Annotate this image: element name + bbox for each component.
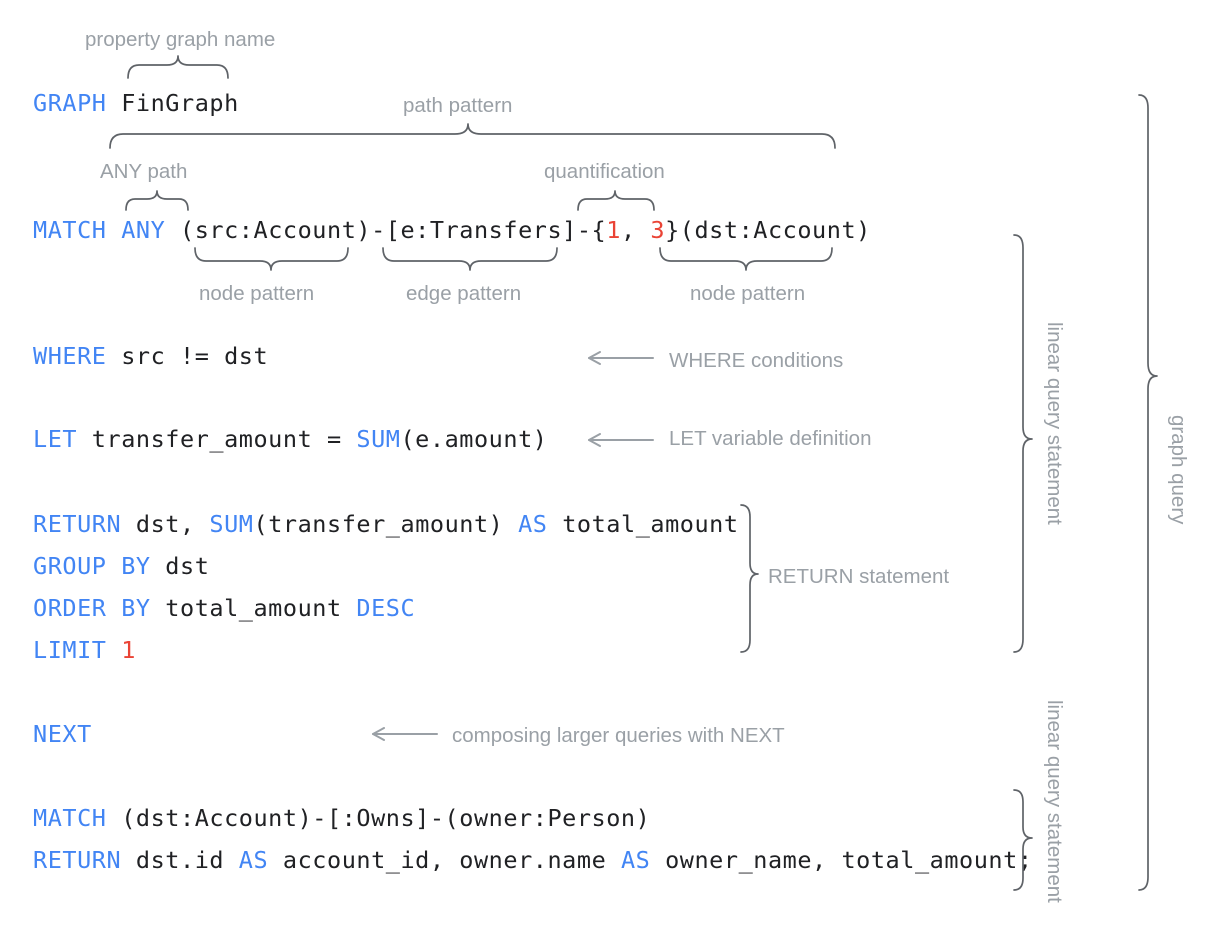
label-edge-pattern: edge pattern [406,282,522,305]
code-token: SUM [209,510,254,538]
code-token: (transfer_amount) [253,510,519,538]
label-property-graph-name: property graph name [85,28,276,51]
brace-node-pattern-left [194,247,349,271]
code-token: (src:Account)-[e:Transfers]-{ [165,216,607,244]
code-line-order-by: ORDER BY total_amount DESC [33,594,416,622]
code-token: dst [150,552,210,580]
code-token: NEXT [33,720,92,748]
code-token: owner_name, total_amount; [650,846,1033,874]
code-line-limit: LIMIT 1 [33,636,136,664]
code-token: SUM [356,425,401,453]
code-token: WHERE [33,342,107,370]
arrow-where-conditions [588,351,654,365]
label-where-conditions: WHERE conditions [669,349,844,372]
label-composing-next: composing larger queries with NEXT [452,724,785,747]
code-token: RETURN [33,510,122,538]
code-token: transfer_amount = [77,425,357,453]
label-linear-query-statement-1: linear query statement [1043,322,1066,525]
code-token [107,636,122,664]
label-node-pattern-left: node pattern [199,282,315,305]
code-token: 3 [650,216,666,244]
label-linear-query-statement-2: linear query statement [1043,700,1066,903]
code-line-match-2: MATCH (dst:Account)-[:Owns]-(owner:Perso… [33,804,651,832]
code-token: GROUP BY [33,552,151,580]
code-line-match-1: MATCH ANY (src:Account)-[e:Transfers]-{1… [33,216,871,244]
arrow-composing-next [372,727,438,741]
brace-path-pattern [109,123,836,149]
code-line-return-1: RETURN dst, SUM(transfer_amount) AS tota… [33,510,739,538]
brace-quantification [577,190,655,211]
code-token: (dst:Account)-[:Owns]-(owner:Person) [106,804,651,832]
code-token: account_id, owner.name [268,846,621,874]
label-graph-query: graph query [1167,415,1190,525]
arrow-let-variable-definition [588,433,654,447]
code-token: MATCH [33,804,107,832]
code-line-return-2: RETURN dst.id AS account_id, owner.name … [33,846,1033,874]
code-token: LET [33,425,78,453]
code-token: }(dst:Account) [665,216,871,244]
brace-any-path [125,190,189,211]
code-line-where: WHERE src != dst [33,342,269,370]
code-token: total_amount [547,510,739,538]
code-token [107,216,122,244]
code-token: FinGraph [106,89,239,117]
label-any-path: ANY path [100,160,188,183]
code-token: ORDER BY [33,594,151,622]
code-token: AS [238,846,269,874]
brace-node-pattern-right [659,247,833,271]
brace-linear-query-statement-1 [1013,234,1033,653]
code-token: , [620,216,651,244]
label-let-variable-definition: LET variable definition [669,427,872,450]
code-token: dst, [121,510,210,538]
brace-graph-query [1138,94,1158,891]
code-token: LIMIT [33,636,107,664]
code-token: AS [518,510,548,538]
code-token: ANY [121,216,166,244]
code-token: MATCH [33,216,107,244]
code-token: GRAPH [33,89,107,117]
code-token: 1 [121,636,136,664]
code-line-let: LET transfer_amount = SUM(e.amount) [33,425,548,453]
code-token: src != dst [106,342,269,370]
label-quantification: quantification [544,160,665,183]
code-line-group-by: GROUP BY dst [33,552,210,580]
code-token: dst.id [121,846,239,874]
code-token: 1 [606,216,621,244]
code-line-next: NEXT [33,720,92,748]
code-token: total_amount [150,594,357,622]
brace-return-statement [740,504,759,653]
label-node-pattern-right: node pattern [690,282,806,305]
brace-property-graph-name [127,55,229,79]
label-return-statement: RETURN statement [768,565,950,588]
code-token: DESC [356,594,416,622]
code-token: AS [620,846,651,874]
label-path-pattern: path pattern [403,94,513,117]
code-token: (e.amount) [400,425,548,453]
brace-linear-query-statement-2 [1013,789,1033,891]
code-token: RETURN [33,846,122,874]
brace-edge-pattern [382,247,558,271]
code-line-graph: GRAPH FinGraph [33,89,239,117]
